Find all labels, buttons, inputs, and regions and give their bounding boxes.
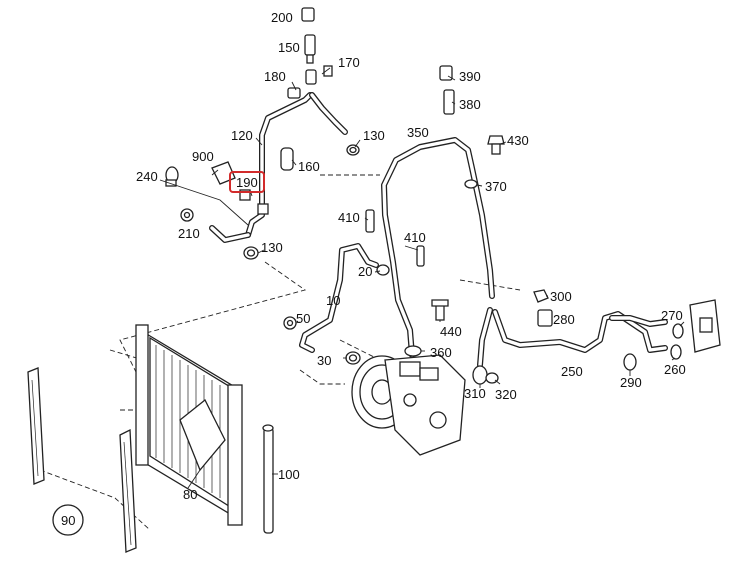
label-300: 300 xyxy=(550,289,572,304)
label-440: 440 xyxy=(440,324,462,339)
label-380: 380 xyxy=(459,97,481,112)
label-120: 120 xyxy=(231,128,253,143)
side-brackets xyxy=(27,367,137,553)
label-430: 430 xyxy=(507,133,529,148)
label-270: 270 xyxy=(661,308,683,323)
label-100: 100 xyxy=(278,467,300,482)
label-30: 30 xyxy=(317,353,331,368)
label-240: 240 xyxy=(136,169,158,184)
label-290: 290 xyxy=(620,375,642,390)
label-900: 900 xyxy=(192,149,214,164)
label-320: 320 xyxy=(495,387,517,402)
condenser xyxy=(135,324,243,526)
label-150: 150 xyxy=(278,40,300,55)
hose-100 xyxy=(262,424,274,534)
label-310: 310 xyxy=(464,386,486,401)
label-390: 390 xyxy=(459,69,481,84)
label-410-lower: 410 xyxy=(404,230,426,245)
label-130-upper: 130 xyxy=(363,128,385,143)
label-210: 210 xyxy=(178,226,200,241)
label-170: 170 xyxy=(338,55,360,70)
label-260: 260 xyxy=(664,362,686,377)
label-10: 10 xyxy=(326,293,340,308)
label-360: 360 xyxy=(430,345,452,360)
leader-lines xyxy=(159,67,685,489)
label-90: 90 xyxy=(61,513,75,528)
small-parts xyxy=(52,7,721,536)
pipes xyxy=(209,92,668,368)
label-80: 80 xyxy=(183,487,197,502)
label-50: 50 xyxy=(296,311,310,326)
label-280: 280 xyxy=(553,312,575,327)
label-20: 20 xyxy=(358,264,372,279)
compressor xyxy=(351,354,466,456)
label-180: 180 xyxy=(264,69,286,84)
label-190: 190 xyxy=(236,175,258,190)
part-labels: 200 150 170 180 390 380 120 130 350 430 … xyxy=(61,10,686,528)
label-250: 250 xyxy=(561,364,583,379)
label-410-upper: 410 xyxy=(338,210,360,225)
label-200: 200 xyxy=(271,10,293,25)
label-160: 160 xyxy=(298,159,320,174)
label-350: 350 xyxy=(407,125,429,140)
label-370: 370 xyxy=(485,179,507,194)
label-130-lower: 130 xyxy=(261,240,283,255)
highlight-box-190 xyxy=(229,171,265,193)
